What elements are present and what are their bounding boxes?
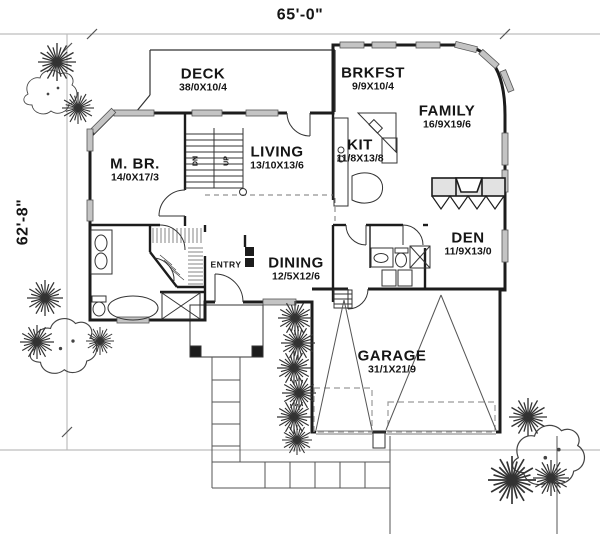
room-size: 13/10X13/6	[250, 159, 304, 172]
room-name: LIVING	[250, 143, 304, 161]
dining-columns	[245, 247, 254, 267]
deck-outline	[135, 49, 336, 113]
bush-symbol	[26, 279, 64, 317]
bush-symbol	[85, 326, 115, 356]
room-name: M. BR.	[110, 155, 160, 173]
staircase	[185, 128, 247, 196]
room-size: 38/0X10/4	[179, 81, 227, 94]
room-name: FAMILY	[418, 102, 476, 120]
master-bath-fixtures	[90, 229, 201, 321]
room-size: 11/9X13/0	[444, 245, 492, 258]
room-label-family: FAMILY 16/9X19/6	[418, 102, 476, 131]
room-label-master-bedroom: M. BR. 14/0X17/3	[110, 155, 160, 184]
fireplace	[431, 177, 506, 211]
walkway	[211, 357, 390, 489]
bush-symbol	[19, 324, 55, 360]
room-name: KIT	[347, 136, 373, 154]
stairs-up-label: UP	[223, 156, 231, 166]
bush-symbol	[532, 459, 570, 497]
room-size: 12/5X12/6	[272, 270, 320, 283]
room-size: 11/8X13/8	[336, 152, 384, 165]
kitchen-fixtures	[333, 112, 398, 207]
room-label-garage: GARAGE 31/1X21/9	[357, 347, 427, 376]
garage-door-sills	[316, 430, 496, 449]
entry-label: ENTRY	[210, 259, 242, 270]
room-name: GARAGE	[357, 347, 427, 365]
room-separators-dashed	[205, 194, 336, 223]
room-name: DINING	[268, 254, 324, 272]
room-name: BRKFST	[341, 64, 405, 82]
room-label-den: DEN 11/9X13/0	[444, 229, 492, 258]
room-size: 9/9X10/4	[351, 80, 395, 93]
tree-symbol	[23, 69, 78, 115]
stairs-down-label: DN	[192, 155, 200, 167]
bush-symbol	[487, 455, 537, 505]
top-dimension-label: 65'-0"	[276, 6, 324, 24]
garage-fixtures	[313, 294, 497, 433]
room-size: 16/9X19/6	[423, 118, 471, 131]
room-label-living: LIVING 13/10X13/6	[250, 143, 304, 172]
room-name: DECK	[180, 65, 226, 83]
driveway	[389, 436, 558, 534]
half-bath-fixtures	[333, 245, 431, 309]
room-size: 31/1X21/9	[368, 363, 416, 376]
room-name: DEN	[451, 229, 485, 247]
bush-symbol	[508, 397, 548, 437]
left-dimension-label: 62'-8"	[14, 198, 32, 246]
closet-hatching	[152, 228, 203, 285]
room-label-kitchen: KIT 11/8X13/8	[336, 136, 384, 165]
doors	[154, 112, 424, 310]
room-label-deck: DECK 38/0X10/4	[179, 65, 227, 94]
room-label-dining: DINING 12/5X12/6	[268, 254, 324, 283]
room-size: 14/0X17/3	[111, 171, 159, 184]
room-label-brkfst: BRKFST 9/9X10/4	[341, 64, 405, 93]
entry-porch	[189, 304, 264, 358]
interior-walls	[90, 113, 428, 302]
